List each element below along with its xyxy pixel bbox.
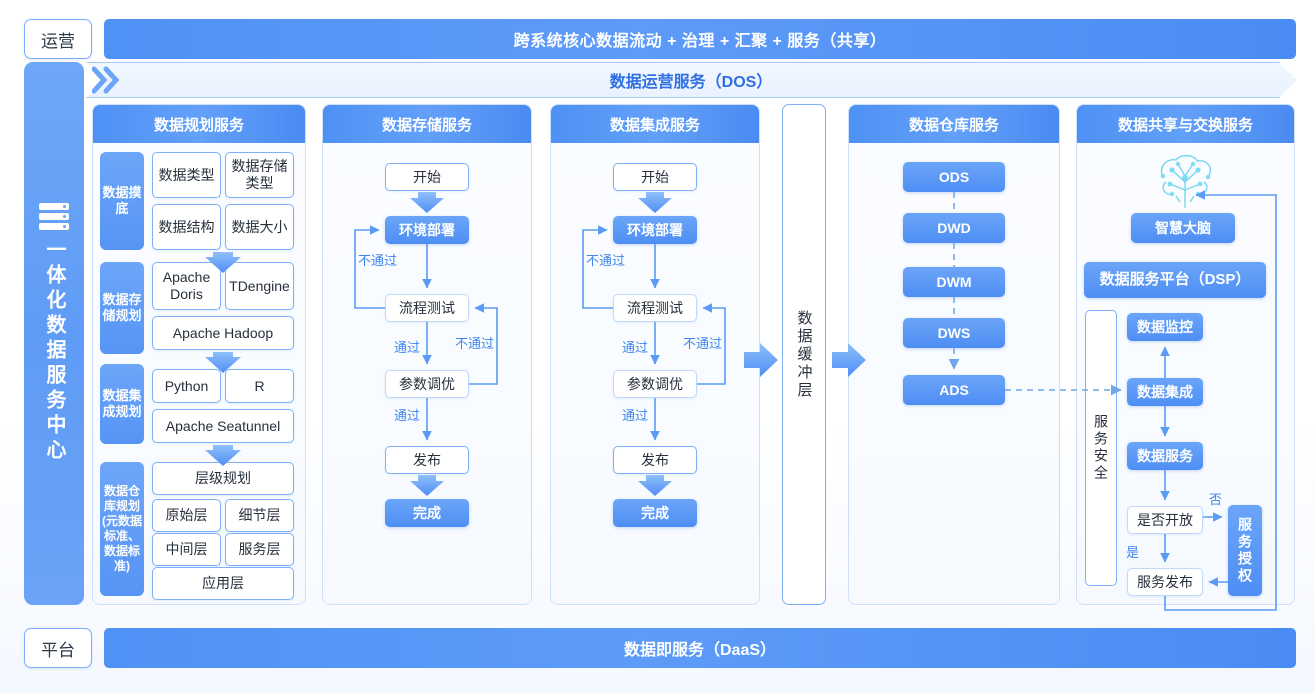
- sharing-node-is-open: 是否开放: [1127, 506, 1203, 534]
- neural-brain-icon: [1160, 154, 1212, 208]
- storage-node-start: 开始: [385, 163, 469, 191]
- sharing-service-authorization-label: 服务授权: [1237, 516, 1253, 585]
- panel-title-storage: 数据存储服务: [323, 105, 531, 143]
- warehouse-layer-dws: DWS: [903, 318, 1005, 348]
- sharing-security-label: 服务安全: [1093, 414, 1109, 482]
- sharing-security-box: 服务安全: [1085, 310, 1117, 586]
- integration-node-complete: 完成: [613, 499, 697, 527]
- item-apache-seatunnel: Apache Seatunnel: [152, 409, 294, 443]
- integration-label-fail-right: 不通过: [683, 336, 723, 351]
- storage-label-pass-1: 通过: [394, 340, 421, 355]
- double-chevron-icon: [92, 66, 120, 94]
- panel-title-integration: 数据集成服务: [551, 105, 759, 143]
- dos-band-shape: [86, 62, 1296, 98]
- integration-node-start: 开始: [613, 163, 697, 191]
- item-application-layer: 应用层: [152, 567, 294, 600]
- sidebar-title: 一体化数据服务中心: [43, 239, 65, 464]
- item-layer-planning: 层级规划: [152, 462, 294, 495]
- category-data-survey: 数据摸底: [100, 152, 144, 250]
- storage-node-publish: 发布: [385, 446, 469, 474]
- warehouse-layer-ads: ADS: [903, 375, 1005, 405]
- item-detail-layer: 细节层: [225, 499, 294, 532]
- buffer-layer-box: 数据缓冲层: [782, 104, 826, 605]
- warehouse-layer-ods: ODS: [903, 162, 1005, 192]
- item-service-layer: 服务层: [225, 533, 294, 566]
- integration-node-env-deploy: 环境部署: [613, 216, 697, 244]
- storage-node-param-tuning: 参数调优: [385, 370, 469, 398]
- sharing-label-no: 否: [1209, 492, 1223, 507]
- storage-label-fail-top: 不通过: [358, 253, 398, 268]
- sharing-node-dsp-platform: 数据服务平台（DSP）: [1084, 262, 1266, 298]
- sharing-node-service-authorization: 服务授权: [1228, 505, 1262, 596]
- item-raw-layer: 原始层: [152, 499, 221, 532]
- storage-label-fail-right: 不通过: [455, 336, 495, 351]
- storage-node-env-deploy: 环境部署: [385, 216, 469, 244]
- sharing-node-data-service: 数据服务: [1127, 442, 1203, 470]
- category-warehouse-planning: 数据仓库规划(元数据标准、数据标准): [100, 462, 144, 596]
- item-r: R: [225, 369, 294, 403]
- storage-node-process-test: 流程测试: [385, 294, 469, 322]
- panel-title-sharing: 数据共享与交换服务: [1077, 105, 1294, 143]
- server-stack-icon: [39, 203, 69, 231]
- item-apache-doris: Apache Doris: [152, 262, 221, 310]
- item-apache-hadoop: Apache Hadoop: [152, 316, 294, 350]
- warehouse-layer-dwm: DWM: [903, 267, 1005, 297]
- panel-title-planning: 数据规划服务: [93, 105, 305, 143]
- dos-band: 数据运营服务（DOS）: [86, 62, 1296, 98]
- integration-label-fail-top: 不通过: [586, 253, 626, 268]
- category-storage-planning: 数据存储规划: [100, 262, 144, 354]
- warehouse-layer-dwd: DWD: [903, 213, 1005, 243]
- top-banner: 跨系统核心数据流动 + 治理 + 汇聚 + 服务（共享）: [104, 19, 1296, 59]
- item-data-type: 数据类型: [152, 152, 221, 198]
- item-middle-layer: 中间层: [152, 533, 221, 566]
- integration-node-process-test: 流程测试: [613, 294, 697, 322]
- panel-title-warehouse: 数据仓库服务: [849, 105, 1059, 143]
- integration-label-pass-1: 通过: [622, 340, 649, 355]
- sharing-label-yes: 是: [1126, 545, 1140, 560]
- sharing-node-data-monitor: 数据监控: [1127, 313, 1203, 341]
- bottom-banner: 数据即服务（DaaS）: [104, 628, 1296, 668]
- integration-node-publish: 发布: [613, 446, 697, 474]
- dos-band-label: 数据运营服务（DOS）: [609, 74, 773, 91]
- sidebar-data-center: 一体化数据服务中心: [24, 62, 84, 605]
- item-data-structure: 数据结构: [152, 204, 221, 250]
- sharing-node-smart-brain: 智慧大脑: [1131, 213, 1235, 243]
- sharing-node-service-publish: 服务发布: [1127, 568, 1203, 596]
- sharing-node-data-integration: 数据集成: [1127, 378, 1203, 406]
- item-python: Python: [152, 369, 221, 403]
- storage-node-complete: 完成: [385, 499, 469, 527]
- side-tag-platform: 平台: [24, 628, 92, 668]
- integration-node-param-tuning: 参数调优: [613, 370, 697, 398]
- buffer-layer-label: 数据缓冲层: [795, 309, 813, 400]
- storage-label-pass-2: 通过: [394, 408, 421, 423]
- item-data-size: 数据大小: [225, 204, 294, 250]
- item-data-storage-type: 数据存储类型: [225, 152, 294, 198]
- item-tdengine: TDengine: [225, 262, 294, 310]
- integration-label-pass-2: 通过: [622, 408, 649, 423]
- side-tag-operations: 运营: [24, 19, 92, 59]
- category-integration-planning: 数据集成规划: [100, 364, 144, 444]
